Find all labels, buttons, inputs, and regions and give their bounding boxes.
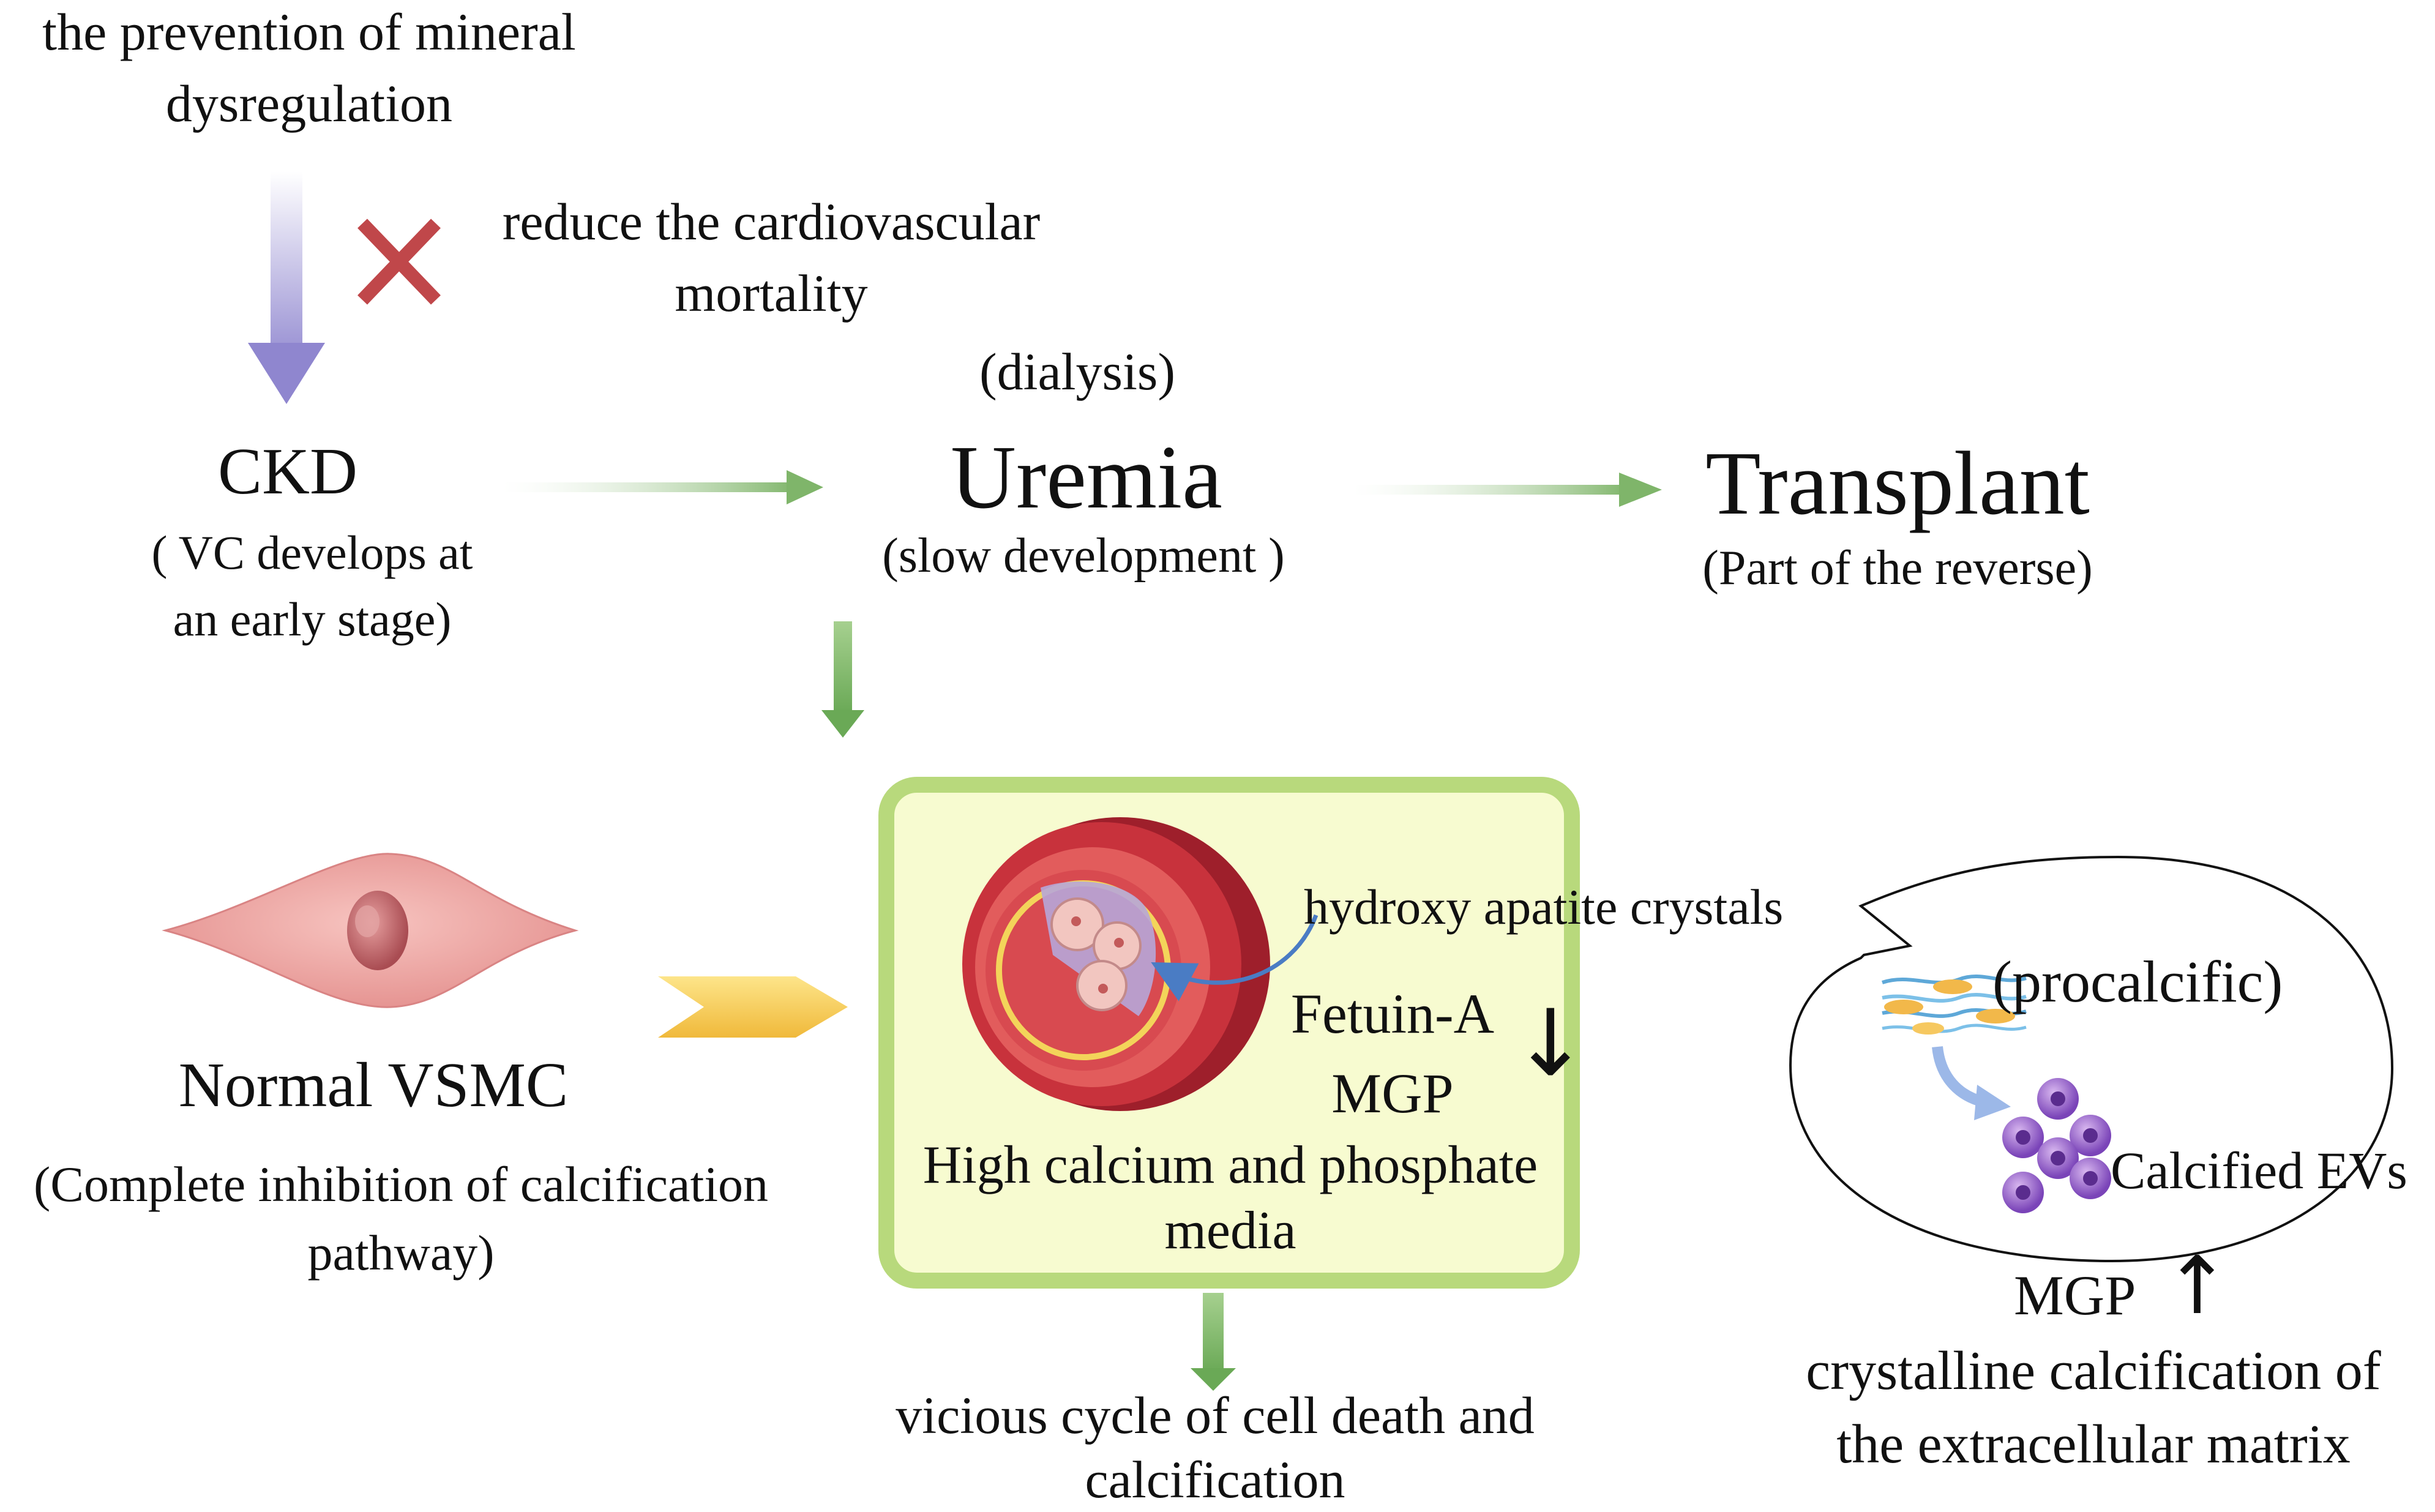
prevention-line2: dysregulation: [165, 73, 453, 133]
crystals-pointer-arrow: [1151, 914, 1318, 1001]
crystalline-label: crystalline calcification of the extrace…: [1757, 1338, 2430, 1478]
vicious-label: vicious cycle of cell death and calcific…: [845, 1383, 1585, 1512]
vsmc-title: Normal VSMC: [178, 1050, 569, 1120]
procalcific-label: (procalcific): [1992, 949, 2283, 1014]
media-line2: media: [1164, 1201, 1296, 1261]
prevention-label: the prevention of mineral dysregulation: [0, 0, 618, 136]
vicious-line1: vicious cycle of cell death and: [896, 1386, 1535, 1445]
transplant-title: Transplant: [1705, 433, 2090, 534]
ckd-note-line1: ( VC develops at: [151, 526, 473, 579]
mgp-up-label: MGP: [2014, 1264, 2136, 1327]
crystalline-line1: crystalline calcification of: [1806, 1341, 2381, 1401]
reduce-line2: mortality: [675, 263, 868, 323]
prevention-down-arrow: [248, 171, 325, 404]
down-arrow-icon: ↓: [1512, 990, 1589, 1097]
chevron-arrow-icon: [658, 976, 848, 1038]
calcified-evs-label: Calcified EVs: [2111, 1141, 2407, 1200]
reduce-label: reduce the cardiovascular mortality: [459, 190, 1083, 326]
crystals-label: hydroxy apatite crystals: [1304, 879, 1784, 935]
reduce-line1: reduce the cardiovascular: [502, 192, 1041, 251]
media-label: High calcium and phosphate media: [894, 1132, 1567, 1264]
vsmc-note: (Complete inhibition of calcification pa…: [0, 1154, 802, 1284]
calcified-evs-icon: [2002, 1078, 2111, 1213]
uremia-to-transplant-arrow: [1353, 473, 1662, 507]
ckd-to-uremia-arrow: [502, 470, 823, 504]
vsmc-note-line2: pathway): [307, 1225, 495, 1281]
vsmc-note-line1: (Complete inhibition of calcification: [33, 1156, 769, 1212]
uremia-down-arrow: [821, 621, 864, 738]
speech-bubble: [1789, 855, 2394, 1263]
up-arrow-icon: ↑: [2164, 1239, 2231, 1332]
red-x-icon: [357, 219, 441, 305]
procalcific-matrix-icon: [1882, 975, 2027, 1035]
uremia-title: Uremia: [951, 427, 1222, 528]
ckd-title: CKD: [217, 435, 358, 508]
vsmc-cell-icon: [162, 853, 579, 1008]
ckd-note: ( VC develops at an early stage): [92, 523, 533, 648]
crystalline-line2: the extracellular matrix: [1836, 1413, 2351, 1475]
ckd-note-line2: an early stage): [173, 593, 452, 646]
uremia-note: (slow development ): [882, 529, 1285, 583]
uremia-dialysis: (dialysis): [979, 342, 1176, 401]
mgp-down-label: MGP: [1331, 1062, 1454, 1125]
box-down-arrow: [1191, 1293, 1236, 1391]
vicious-line2: calcification: [1085, 1450, 1345, 1509]
fetuin-label: Fetuin-A: [1290, 982, 1495, 1045]
transplant-note: (Part of the reverse): [1702, 541, 2093, 595]
media-line1: High calcium and phosphate: [922, 1136, 1538, 1195]
prevention-line1: the prevention of mineral: [42, 2, 576, 61]
artery-icon: [962, 817, 1270, 1111]
procalcific-to-evs-arrow: [1932, 1046, 2011, 1120]
